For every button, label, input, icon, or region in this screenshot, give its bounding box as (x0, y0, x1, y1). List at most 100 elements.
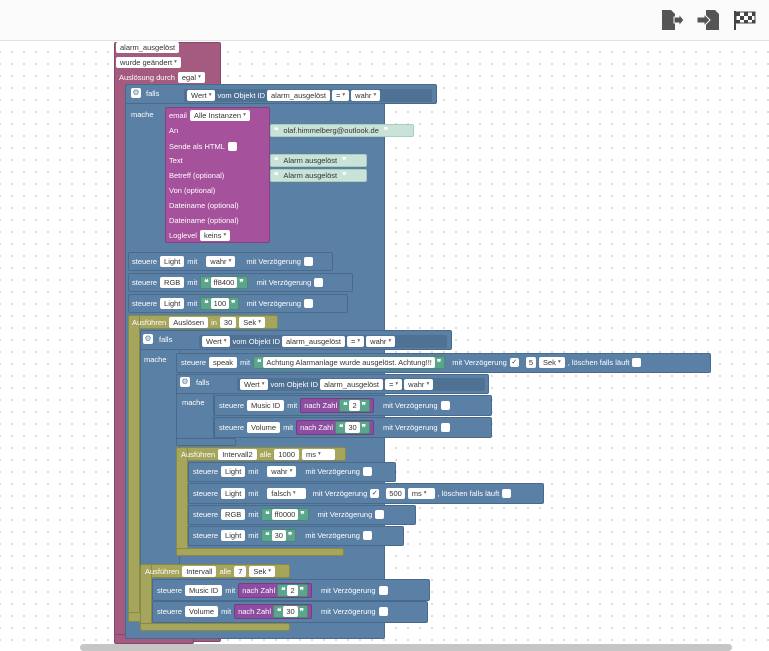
timeout-value[interactable]: 30 (219, 316, 237, 328)
delay-checkbox[interactable] (314, 278, 324, 287)
speak-text-value[interactable]: ❝Achtung Alarmanlage wurde ausgelöst. Ac… (253, 356, 446, 369)
target-light[interactable]: Light (160, 298, 185, 309)
timeout-name[interactable]: Auslösen (169, 316, 209, 328)
target-rgb[interactable]: RGB (221, 509, 246, 520)
target-volume[interactable]: Volume (247, 422, 281, 433)
delay-checkbox[interactable] (375, 510, 385, 519)
if1-prop-dropdown[interactable]: Wert▾ (187, 90, 216, 101)
email-subject-value[interactable]: ❝Alarm ausgelöst❞ (270, 169, 367, 182)
text-value[interactable]: ❝100❞ (200, 297, 240, 310)
target-speak[interactable]: speak (209, 357, 238, 368)
delay-checkbox[interactable] (362, 467, 372, 476)
interval2-unit-dropdown[interactable]: ms▾ (302, 448, 335, 460)
delay-label: mit Verzögerung (452, 358, 507, 367)
gear-icon[interactable]: ⚙ (131, 88, 141, 98)
text-value[interactable]: ❝ff8400❞ (200, 276, 248, 289)
if2-object-id[interactable]: alarm_ausgelöst (281, 336, 346, 347)
target-volume[interactable]: Volume (185, 606, 219, 617)
if3-val-dropdown[interactable]: wahr▾ (404, 379, 434, 390)
steuere-label: steuere (157, 586, 183, 595)
to-number-block[interactable]: nach Zahl❝2❞ (300, 398, 374, 413)
delay-checkbox[interactable] (440, 423, 450, 432)
delay-checkbox[interactable] (378, 586, 388, 595)
if3-prop-dropdown[interactable]: Wert▾ (240, 379, 269, 390)
delay-checkbox[interactable] (440, 401, 450, 410)
mit-label: mit (248, 510, 259, 519)
email-text-value[interactable]: ❝Alarm ausgelöst❞ (270, 154, 367, 167)
to-number-block[interactable]: nach Zahl❝30❞ (234, 604, 312, 619)
delay-label: mit Verzögerung (382, 401, 438, 410)
horizontal-scrollbar[interactable] (80, 644, 732, 651)
blockly-workspace[interactable]: alarm_ausgelöst wurde geändert▾ Auslösun… (0, 42, 769, 651)
target-light[interactable]: Light (160, 256, 185, 267)
if1-val-dropdown[interactable]: wahr▾ (351, 90, 381, 101)
email-block[interactable] (165, 107, 270, 243)
trigger-value-dropdown[interactable]: egal▾ (177, 72, 205, 83)
target-musicid[interactable]: Music ID (185, 585, 223, 596)
email-subject-label: Betreff (optional) (169, 171, 225, 180)
to-number-block[interactable]: nach Zahl❝2❞ (238, 583, 312, 598)
text-value[interactable]: ❝ff0000❞ (261, 508, 309, 521)
value-dropdown[interactable]: wahr▾ (267, 466, 297, 477)
delay-checkbox[interactable] (362, 531, 372, 540)
steuere-label: steuere (193, 489, 219, 498)
export-icon[interactable] (660, 8, 684, 32)
delay-label: mit Verzögerung (320, 586, 376, 595)
if2-op-dropdown[interactable]: =▾ (347, 336, 365, 347)
email-loglevel-dropdown[interactable]: keins▾ (199, 230, 231, 241)
trigger-change-dropdown[interactable]: wurde geändert▾ (116, 57, 181, 68)
interval2-name[interactable]: Intervall2 (218, 448, 257, 460)
delay-checkbox[interactable]: ✓ (370, 489, 380, 498)
target-musicid[interactable]: Music ID (247, 400, 285, 411)
value-dropdown[interactable]: wahr▾ (206, 256, 236, 267)
if3-condition[interactable]: Wert▾ vom Objekt ID alarm_ausgelöst =▾ w… (237, 378, 485, 391)
interval-value[interactable]: 7 (234, 565, 247, 577)
email-html-checkbox[interactable] (227, 142, 237, 151)
value-dropdown[interactable]: falsch▾ (267, 488, 306, 499)
target-light[interactable]: Light (221, 466, 246, 477)
gear-icon[interactable]: ⚙ (143, 334, 153, 344)
delay-unit-dropdown[interactable]: Sek▾ (539, 357, 565, 368)
interval-bottom (140, 623, 290, 631)
if1-condition[interactable]: Wert▾ vom Objekt ID alarm_ausgelöst =▾ w… (184, 89, 432, 102)
if2-val-dropdown[interactable]: wahr▾ (366, 336, 396, 347)
target-rgb[interactable]: RGB (160, 277, 185, 288)
clear-checkbox[interactable] (502, 489, 512, 498)
gear-icon[interactable]: ⚙ (180, 377, 190, 387)
if3-object-id[interactable]: alarm_ausgelöst (319, 379, 384, 390)
timeout-label: Ausführen (132, 317, 167, 327)
interval2-value[interactable]: 1000 (274, 448, 300, 460)
interval-alle: alle (219, 566, 232, 576)
interval-name[interactable]: Intervall (182, 565, 217, 577)
import-icon[interactable] (697, 8, 721, 32)
if3-mache: mache (182, 398, 205, 407)
delay-checkbox[interactable] (378, 607, 388, 616)
trigger-object-dropdown[interactable]: alarm_ausgelöst (116, 42, 180, 53)
run-flag-icon[interactable] (733, 8, 757, 32)
delay-value[interactable]: 5 (525, 357, 536, 368)
delay-label: mit Verzögerung (317, 510, 373, 519)
if2-prop-dropdown[interactable]: Wert▾ (202, 336, 231, 347)
target-light[interactable]: Light (221, 530, 246, 541)
if1-op-dropdown[interactable]: =▾ (332, 90, 350, 101)
mit-label: mit (187, 257, 198, 266)
email-to-value[interactable]: ❝olaf.himmelberg@outlook.de❞ (270, 124, 414, 137)
if3-op-dropdown[interactable]: =▾ (385, 379, 403, 390)
delay-unit-dropdown[interactable]: ms▾ (407, 488, 435, 499)
trigger-label: Auslösung durch (119, 73, 175, 82)
timeout-unit-dropdown[interactable]: Sek▾ (239, 316, 265, 328)
text-value[interactable]: ❝30❞ (261, 529, 297, 542)
delay-value[interactable]: 500 (386, 488, 405, 499)
steuere-label: steuere (193, 531, 219, 540)
email-instance-dropdown[interactable]: Alle Instanzen▾ (189, 110, 250, 121)
delay-checkbox[interactable]: ✓ (509, 358, 519, 367)
target-light[interactable]: Light (221, 488, 246, 499)
delay-checkbox[interactable] (303, 257, 313, 266)
if1-from-label: vom Objekt ID (217, 91, 265, 100)
clear-checkbox[interactable] (632, 358, 642, 367)
to-number-block[interactable]: nach Zahl❝30❞ (296, 420, 374, 435)
if2-condition[interactable]: Wert▾ vom Objekt ID alarm_ausgelöst =▾ w… (199, 335, 447, 348)
if1-object-id[interactable]: alarm_ausgelöst (266, 90, 331, 101)
interval-unit-dropdown[interactable]: Sek▾ (249, 565, 276, 577)
delay-checkbox[interactable] (304, 299, 314, 308)
